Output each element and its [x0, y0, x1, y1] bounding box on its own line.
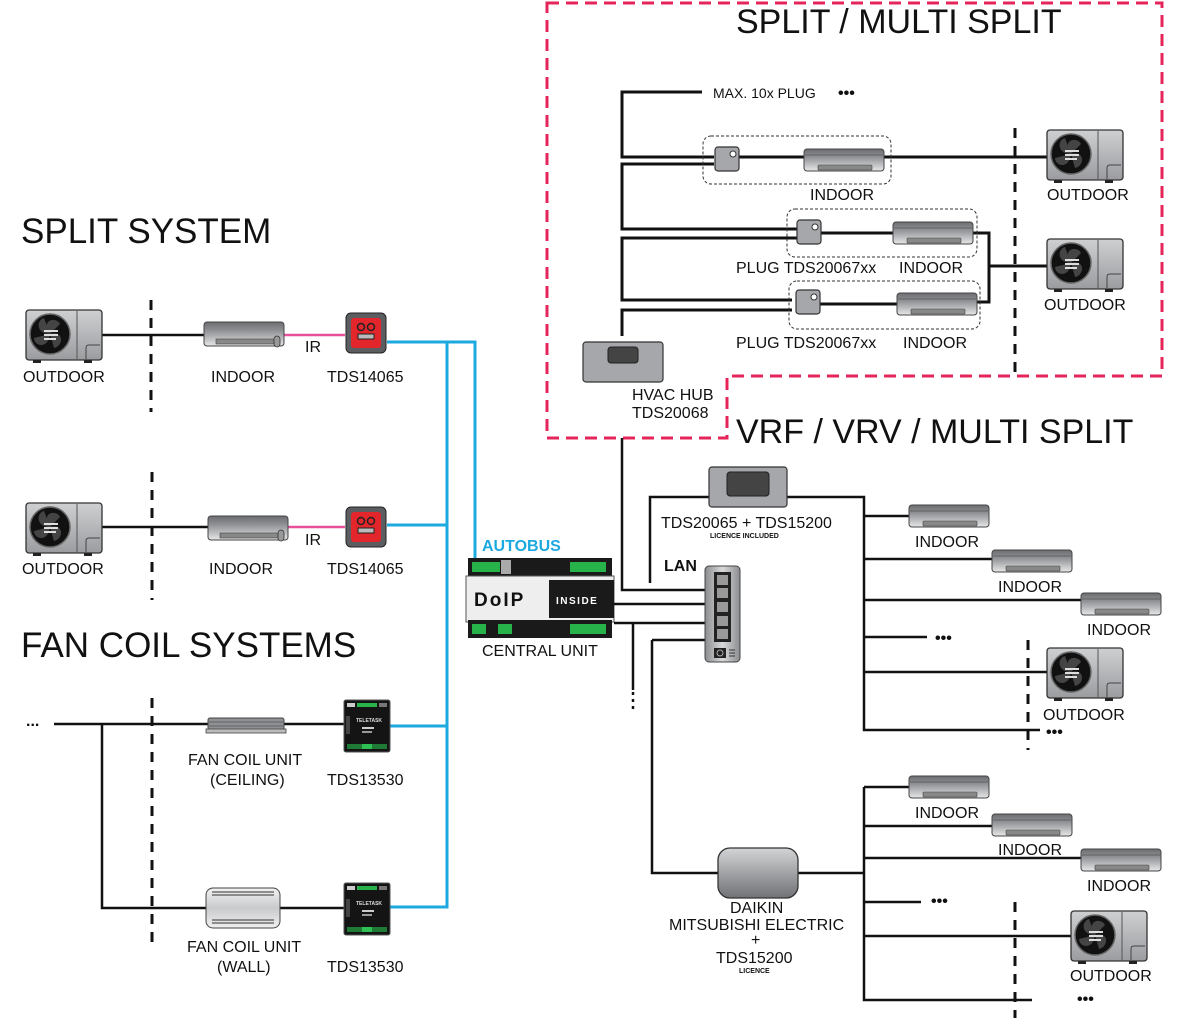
fan-coil-wall-sub: (WALL) — [217, 959, 271, 976]
outdoor-label: OUTDOOR — [1047, 187, 1129, 204]
autobus-lines — [387, 340, 477, 909]
indoor-unit-icon — [203, 321, 285, 348]
title-vrf-vrv-multi-split: VRF / VRV / MULTI SPLIT — [736, 413, 1133, 451]
indoor-label: INDOOR — [1087, 878, 1151, 895]
controller-label: TDS13530 — [327, 959, 404, 976]
daikin-gateway-icon — [717, 847, 799, 899]
outdoor-unit-icon — [1070, 910, 1148, 965]
split-row-2: OUTDOOR INDOOR IR TDS14065 — [22, 472, 404, 600]
plug-label: PLUG TDS20067xx — [736, 260, 876, 277]
lan-label: LAN — [664, 558, 697, 575]
indoor-label: INDOOR — [998, 842, 1062, 859]
plug-icon — [795, 289, 821, 315]
vrf-ellipsis: ••• — [935, 630, 952, 647]
indoor-unit-icon — [896, 292, 978, 316]
indoor-label: INDOOR — [915, 534, 979, 551]
vrf-ellipsis: ••• — [1046, 724, 1063, 741]
indoor-label: INDOOR — [211, 369, 275, 386]
outdoor-label: OUTDOOR — [23, 369, 105, 386]
vrf-group-2: DAIKIN MITSUBISHI ELECTRIC + TDS15200 LI… — [669, 775, 1162, 1018]
outdoor-unit-icon — [1046, 647, 1124, 702]
indoor-unit-icon — [908, 775, 990, 799]
hvac-hub-label: HVAC HUB — [632, 387, 714, 404]
outdoor-unit-icon — [1046, 238, 1124, 293]
outdoor-label: OUTDOOR — [1044, 297, 1126, 314]
teletask-module-icon — [343, 882, 391, 936]
plug-group-border — [786, 208, 978, 258]
plug-group-border — [702, 135, 892, 185]
central-unit-label: CENTRAL UNIT — [482, 643, 598, 660]
outdoor-label: OUTDOOR — [1070, 968, 1152, 985]
vrf-group-1: TDS20065 + TDS15200 LICENCE INCLUDED IND… — [661, 466, 1162, 750]
indoor-label: INDOOR — [903, 335, 967, 352]
lan-lines — [614, 438, 1040, 875]
network-switch-icon — [704, 565, 741, 663]
indoor-unit-icon — [1080, 848, 1162, 872]
ir-controller-icon — [345, 312, 387, 354]
plus-label: + — [751, 932, 760, 949]
fan-coil-section: ... FAN COIL UNIT (CEILING) TDS13530 FAN… — [26, 698, 404, 976]
indoor-unit-icon — [908, 504, 990, 528]
vrf-gateway-icon — [708, 466, 788, 508]
indoor-unit-icon — [207, 515, 289, 542]
plug-label: PLUG TDS20067xx — [736, 335, 876, 352]
fan-coil-ceiling-sub: (CEILING) — [210, 772, 285, 789]
outdoor-unit-icon — [1046, 129, 1124, 184]
doip-central-unit-icon: DoIP INSIDE — [465, 558, 615, 638]
vrf-ellipsis: ••• — [931, 893, 948, 910]
ir-label: IR — [305, 532, 321, 549]
split-row-1: OUTDOOR INDOOR IR TDS14065 — [23, 300, 404, 412]
outdoor-unit-icon — [25, 502, 103, 557]
indoor-label: INDOOR — [915, 805, 979, 822]
plug-icon — [714, 146, 740, 172]
fan-coil-ellipsis: ... — [26, 713, 39, 730]
license-sublabel: LICENCE — [739, 968, 770, 975]
brand-label: DAIKIN — [730, 900, 783, 917]
indoor-unit-icon — [803, 148, 885, 172]
multi-split-zone: MAX. 10x PLUG ••• INDOOR OUTDOOR PLUG TD… — [582, 85, 1129, 422]
indoor-unit-icon — [1080, 592, 1162, 616]
plug-group-border — [788, 280, 981, 330]
ir-label: IR — [305, 339, 321, 356]
fan-coil-ceiling-icon — [205, 717, 287, 734]
title-split-multi-split: SPLIT / MULTI SPLIT — [736, 3, 1062, 41]
outdoor-label: OUTDOOR — [1043, 707, 1125, 724]
controller-label: TDS14065 — [327, 561, 404, 578]
outdoor-unit-icon — [25, 309, 103, 364]
fan-coil-wall-label: FAN COIL UNIT — [187, 939, 301, 956]
controller-label: TDS14065 — [327, 369, 404, 386]
indoor-unit-icon — [892, 221, 974, 245]
central-unit: AUTOBUS DoIP INSIDE CENTRAL UNIT — [465, 538, 615, 660]
title-split-system: SPLIT SYSTEM — [21, 212, 271, 251]
indoor-unit-icon — [991, 813, 1073, 837]
hvac-hub-model: TDS20068 — [632, 405, 709, 422]
controller-label: TDS13530 — [327, 772, 404, 789]
vrf-gateway-label: TDS20065 + TDS15200 — [661, 515, 832, 532]
license-model: TDS15200 — [716, 950, 793, 967]
max-plug-label: MAX. 10x PLUG — [713, 85, 816, 101]
indoor-label: INDOOR — [1087, 622, 1151, 639]
brand-label: MITSUBISHI ELECTRIC — [669, 917, 844, 934]
hvac-hub-icon — [582, 341, 664, 383]
indoor-unit-icon — [991, 549, 1073, 573]
fan-coil-ceiling-label: FAN COIL UNIT — [188, 752, 302, 769]
inside-logo: INSIDE — [556, 596, 598, 607]
outdoor-label: OUTDOOR — [22, 561, 104, 578]
indoor-label: INDOOR — [810, 187, 874, 204]
title-fan-coil-systems: FAN COIL SYSTEMS — [21, 626, 356, 665]
doip-logo: DoIP — [474, 590, 525, 611]
indoor-label: INDOOR — [998, 579, 1062, 596]
vrf-ellipsis: ••• — [1077, 991, 1094, 1008]
autobus-label: AUTOBUS — [482, 538, 561, 555]
indoor-label: INDOOR — [209, 561, 273, 578]
vrf-gateway-sublabel: LICENCE INCLUDED — [710, 533, 779, 540]
fan-coil-wall-icon — [205, 887, 281, 929]
ir-controller-icon — [345, 506, 387, 548]
indoor-label: INDOOR — [899, 260, 963, 277]
multi-split-zone-border — [545, 1, 1164, 440]
max-plug-ellipsis: ••• — [838, 85, 855, 102]
plug-icon — [796, 219, 822, 245]
teletask-module-icon — [343, 699, 391, 753]
